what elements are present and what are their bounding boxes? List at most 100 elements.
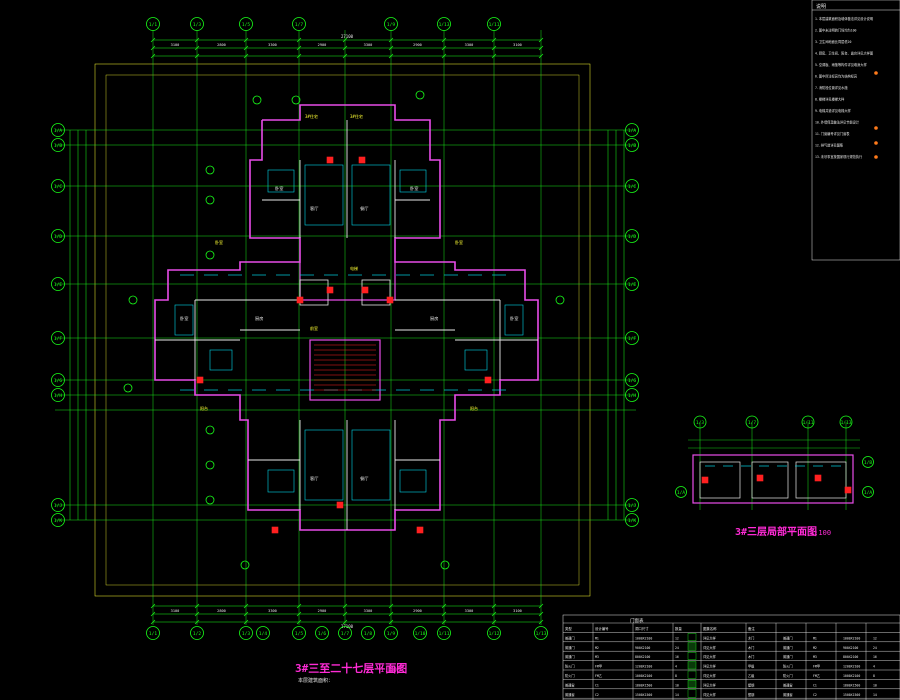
notes-line: 12.排气道详见图集 [815, 143, 844, 148]
detail-axis-bubble [745, 415, 759, 429]
fire-symbol-icon [874, 155, 878, 159]
dimension-tick [441, 53, 447, 59]
dimension-tick [342, 53, 348, 59]
axis-label: 1/12 [489, 631, 500, 637]
axis-bubble-left [51, 373, 65, 387]
dimension-tick [491, 37, 497, 43]
dimension-tick [342, 603, 348, 609]
section-marker [252, 95, 262, 105]
dimension-tick [441, 619, 447, 625]
table-cell: 木门 [748, 645, 754, 650]
axis-label: 1/5 [295, 631, 303, 637]
axis-label: 1/B [628, 143, 636, 149]
table-cell: 详见大样 [703, 635, 717, 640]
axis-bubble-bottom [338, 626, 352, 640]
dimension-tick [243, 603, 249, 609]
axis-bubble-right [625, 277, 639, 291]
section-marker [440, 560, 450, 570]
dimension-tick [243, 37, 249, 43]
dimension-tick [538, 603, 544, 609]
detail-fire-door [814, 474, 822, 482]
axis-bubble-left [51, 388, 65, 402]
table-cell: 1200X2100 [843, 665, 860, 669]
notes-frame [811, 0, 900, 261]
notes-line: 9.电梯井道详见电梯大样 [815, 108, 852, 113]
table-cell: 12 [873, 636, 877, 640]
table-header-cell: 设计编号 [595, 626, 609, 631]
table-frame [562, 614, 900, 700]
fire-door-mark [326, 156, 334, 164]
room-label: 卧室 [455, 239, 463, 245]
table-cell: 普通窗 [783, 692, 793, 697]
dimension-text: 3300 [364, 609, 373, 613]
table-cell: 8 [675, 674, 677, 678]
axis-label: 1/A [864, 490, 872, 496]
table-cell: 防火门 [783, 664, 793, 669]
dimension-tick [538, 45, 544, 51]
table-swatch [687, 642, 697, 651]
axis-label: 1/G [628, 378, 636, 384]
room-name: 厨房 [430, 315, 438, 322]
dimension-text: 3100 [171, 609, 180, 613]
table-title: 门窗表 [630, 617, 644, 624]
dimension-tick [243, 53, 249, 59]
table-cell: 1200X2100 [635, 665, 652, 669]
notes-line: 8.楼梯详见楼梯大样 [815, 97, 845, 102]
axis-label: 1/B [54, 143, 62, 149]
section-marker [205, 495, 215, 505]
table-cell: 防火门 [565, 664, 575, 669]
axis-label: 1/D [628, 234, 636, 240]
table-cell: 普通窗 [565, 682, 575, 687]
table-cell: 普通门 [783, 654, 793, 659]
room-fixture [351, 429, 391, 501]
dimension-tick [388, 611, 394, 617]
dimension-tick [538, 37, 544, 43]
dimension-text: 3300 [268, 609, 277, 613]
table-cell: 乙级 [748, 673, 755, 678]
axis-label: 1/E [54, 282, 62, 288]
table-header-cell: 洞口尺寸 [635, 626, 649, 631]
dimension-text: 2900 [413, 609, 422, 613]
axis-bubble-left [51, 331, 65, 345]
detail-axis-bubble [862, 486, 874, 498]
axis-label: 1/7 [295, 22, 303, 28]
room-fixture [267, 169, 295, 193]
fire-door-mark [196, 376, 204, 384]
section-marker [415, 90, 425, 100]
dimension-text: 3300 [268, 43, 277, 47]
axis-label: 1/8 [364, 631, 372, 637]
dimension-text: 2900 [413, 43, 422, 47]
axis-label: 1/5 [242, 22, 250, 28]
table-cell: 详见大样 [703, 692, 717, 697]
table-cell: 10 [675, 683, 679, 687]
room-name: 厨房 [255, 315, 263, 322]
table-cell: 塑钢 [748, 692, 754, 697]
notes-heading: 说明 [816, 3, 826, 10]
axis-label: 1/A [628, 128, 636, 134]
dimension-tick [194, 53, 200, 59]
room-name: 餐厅 [360, 205, 368, 212]
table-cell: M2 [813, 646, 817, 650]
table-cell: M2 [595, 646, 599, 650]
dimension-text: 2800 [217, 43, 226, 47]
table-cell: 800X2100 [843, 655, 858, 659]
detail-fire-door [844, 486, 852, 494]
axis-bubble-right [625, 123, 639, 137]
room-fixture [174, 304, 194, 336]
table-cell: 4 [675, 665, 677, 669]
table-cell: 木门 [748, 635, 754, 640]
fire-door-mark [416, 526, 424, 534]
room-label: 前室 [310, 325, 318, 331]
axis-label: 1/2 [193, 631, 201, 637]
dimension-tick [243, 611, 249, 617]
axis-label: 1/E [628, 282, 636, 288]
fire-door-mark [484, 376, 492, 384]
axis-bubble-top [190, 17, 204, 31]
notes-line: 3.卫生间地面比同层低20 [815, 39, 851, 44]
table-cell: 普通门 [565, 654, 575, 659]
table-cell: 24 [873, 646, 877, 650]
axis-bubble-left [51, 138, 65, 152]
dimension-text: 3300 [465, 609, 474, 613]
